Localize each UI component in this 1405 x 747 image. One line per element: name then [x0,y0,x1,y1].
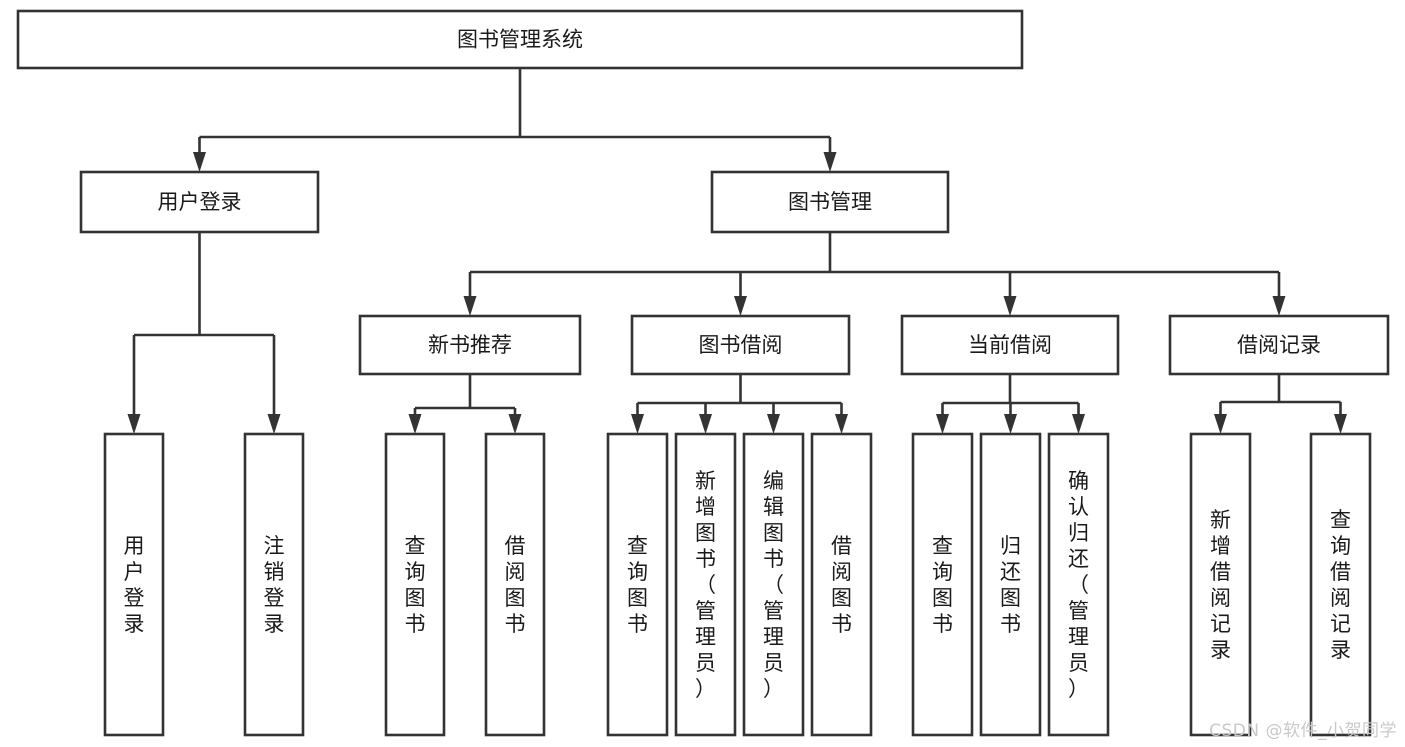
node-book-borrow-label: 图书借阅 [699,333,783,357]
arrow-head-icon [408,414,422,434]
node-leaf-query-book-2-label: 查询图书 [627,534,648,636]
node-leaf-add-record[interactable]: 新增借阅记录 [1189,432,1252,737]
node-leaf-query-book-3[interactable]: 查询图书 [911,432,974,737]
node-leaf-edit-book[interactable]: 编辑图书（管理员） [742,432,805,737]
node-new-book-recommend-box[interactable] [358,314,582,376]
arrow-head-icon [267,414,281,434]
node-leaf-query-record[interactable]: 查询借阅记录 [1309,432,1372,737]
connector-group-book-management [463,232,1286,316]
arrow-head-icon [631,414,644,434]
node-leaf-return-book-box[interactable] [979,432,1042,737]
node-root-title-label: 图书管理系统 [457,28,583,52]
node-book-borrow[interactable]: 图书借阅 [630,314,851,376]
arrow-head-icon [1072,414,1085,434]
node-leaf-query-book-2-box[interactable] [606,432,669,737]
node-borrow-record[interactable]: 借阅记录 [1168,314,1390,376]
csdn-watermark: CSDN @软件_小贺同学 [1209,721,1397,741]
node-user-login[interactable]: 用户登录 [79,170,320,234]
node-book-borrow-box[interactable] [630,314,851,376]
node-leaf-query-book-1[interactable]: 查询图书 [384,432,446,737]
arrow-head-icon [767,414,780,434]
node-leaf-query-book-3-box[interactable] [911,432,974,737]
node-leaf-add-record-box[interactable] [1189,432,1252,737]
arrow-head-icon [1004,414,1017,434]
node-leaf-logout-label: 注销登录 [264,534,285,636]
node-leaf-borrow-book-1-label: 借阅图书 [505,534,526,636]
arrow-head-icon [463,296,477,316]
node-leaf-edit-book-label: 编辑图书（管理员） [763,469,784,701]
node-leaf-logout-box[interactable] [243,432,305,737]
node-leaf-user-login-box[interactable] [103,432,165,737]
node-leaf-borrow-book-2[interactable]: 借阅图书 [810,432,873,737]
node-leaf-query-book-1-label: 查询图书 [405,534,426,636]
node-leaf-logout[interactable]: 注销登录 [243,432,305,737]
node-leaf-add-book-label: 新增图书（管理员） [695,469,716,701]
node-leaf-query-record-box[interactable] [1309,432,1372,737]
connector-layer [127,68,1347,434]
node-leaf-query-book-3-label: 查询图书 [932,534,953,636]
node-leaf-query-book-2[interactable]: 查询图书 [606,432,669,737]
node-root-title-box[interactable] [16,9,1024,70]
node-leaf-user-login-label: 用户登录 [124,534,145,636]
node-user-login-label: 用户登录 [158,190,242,214]
arrow-head-icon [193,152,206,172]
connector-group-root [193,68,837,172]
node-new-book-recommend[interactable]: 新书推荐 [358,314,582,376]
node-leaf-user-login[interactable]: 用户登录 [103,432,165,737]
node-root-title[interactable]: 图书管理系统 [16,9,1024,70]
arrow-head-icon [823,152,837,172]
arrow-head-icon [1214,414,1227,434]
node-leaf-confirm-return-box[interactable] [1047,432,1110,737]
node-leaf-borrow-book-2-label: 借阅图书 [831,534,852,636]
node-leaf-borrow-book-1[interactable]: 借阅图书 [484,432,546,737]
node-book-management-label: 图书管理 [788,190,872,214]
arrow-head-icon [508,414,522,434]
arrow-head-icon [1003,296,1017,316]
node-current-borrow[interactable]: 当前借阅 [900,314,1120,376]
node-book-management-box[interactable] [710,170,950,234]
node-leaf-query-record-label: 查询借阅记录 [1330,508,1351,662]
node-leaf-return-book-label: 归还图书 [1000,534,1021,636]
node-leaf-return-book[interactable]: 归还图书 [979,432,1042,737]
connector-group-borrow-record [1214,374,1347,434]
arrow-head-icon [699,414,712,434]
arrow-head-icon [127,414,141,434]
node-leaf-add-record-label: 新增借阅记录 [1210,508,1231,662]
arrow-head-icon [734,296,747,316]
node-current-borrow-box[interactable] [900,314,1120,376]
arrow-head-icon [936,414,949,434]
node-borrow-record-label: 借阅记录 [1237,333,1321,357]
connector-group-book-borrow [631,374,848,434]
node-leaf-query-book-1-box[interactable] [384,432,446,737]
node-leaf-add-book[interactable]: 新增图书（管理员） [674,432,737,737]
connector-group-new-book-recommend [408,374,522,434]
arrow-head-icon [835,414,848,434]
arrow-head-icon [1334,414,1347,434]
node-new-book-recommend-label: 新书推荐 [428,333,512,357]
node-leaf-borrow-book-2-box[interactable] [810,432,873,737]
node-leaf-confirm-return[interactable]: 确认归还（管理员） [1047,432,1110,737]
connector-group-user-login [127,232,281,434]
connector-group-current-borrow [936,374,1085,434]
node-user-login-box[interactable] [79,170,320,234]
node-leaf-edit-book-box[interactable] [742,432,805,737]
node-layer: 图书管理系统用户登录图书管理新书推荐图书借阅当前借阅借阅记录用户登录注销登录查询… [16,9,1390,737]
node-leaf-borrow-book-1-box[interactable] [484,432,546,737]
node-leaf-add-book-box[interactable] [674,432,737,737]
arrow-head-icon [1272,296,1286,316]
node-book-management[interactable]: 图书管理 [710,170,950,234]
node-leaf-confirm-return-label: 确认归还（管理员） [1068,469,1089,701]
node-current-borrow-label: 当前借阅 [968,333,1052,357]
node-borrow-record-box[interactable] [1168,314,1390,376]
